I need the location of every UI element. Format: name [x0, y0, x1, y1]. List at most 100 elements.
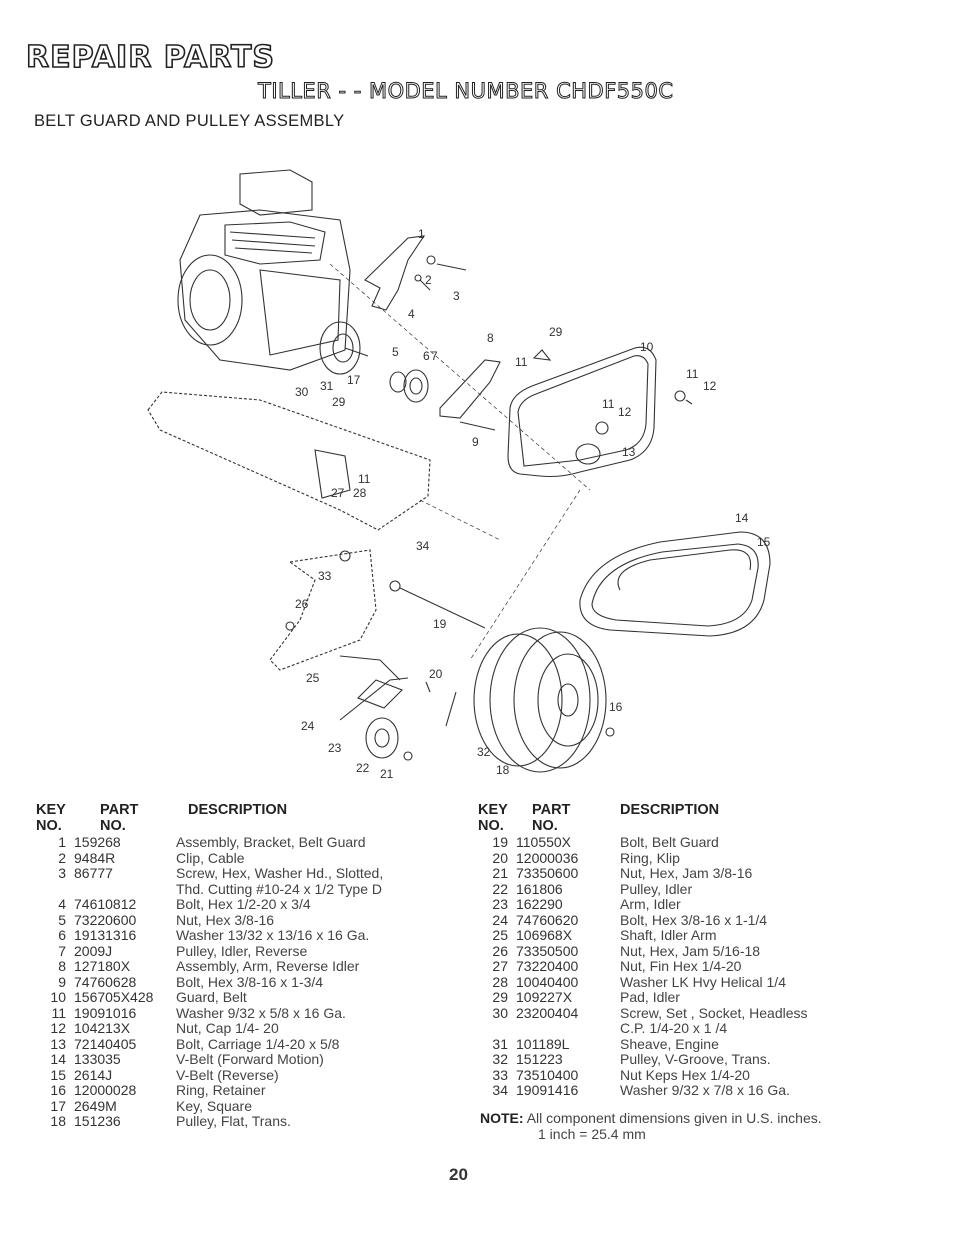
part-description: Ring, Retainer — [176, 1082, 266, 1098]
part-number: 19091016 — [74, 1004, 137, 1021]
key-number: 32 — [492, 1051, 508, 1067]
callout-label: 16 — [609, 700, 623, 714]
key-number: 29 — [492, 989, 508, 1005]
key-number: 33 — [492, 1066, 508, 1083]
callout-label: 21 — [380, 767, 394, 781]
part-description: Bolt, Hex 3/8-16 x 1-3/4 — [176, 973, 324, 990]
key-number: 15 — [50, 1066, 66, 1083]
callout-label: 13 — [622, 445, 636, 459]
part-number: 19091416 — [516, 1082, 579, 1098]
part-description: Nut, Hex, Jam 5/16-18 — [620, 942, 761, 959]
part-number: 161806 — [516, 880, 563, 897]
part-description: Bolt, Belt Guard — [620, 834, 719, 850]
parts-row: 1 159268 Assembly, Bracket, Belt Guard — [36, 834, 456, 851]
part-number: 162290 — [516, 896, 563, 912]
key-number: 11 — [51, 1004, 66, 1021]
key-number: 12 — [50, 1020, 66, 1036]
page-number: 20 — [449, 1165, 468, 1184]
table-header-left: KEY NO. PART NO. DESCRIPTION — [36, 802, 456, 835]
callout-label: 31 — [320, 379, 334, 393]
key-number: 3 — [58, 865, 66, 881]
part-number: 72140405 — [74, 1035, 137, 1052]
parts-row: 8 127180X Assembly, Arm, Reverse Idler — [36, 958, 456, 975]
part-number: 110550X — [516, 834, 572, 850]
header-description: DESCRIPTION — [188, 802, 288, 818]
part-description: Washer 9/32 x 5/8 x 16 Ga. — [176, 1004, 346, 1021]
callout-label: 6 — [423, 349, 430, 363]
part-description: Assembly, Arm, Reverse Idler — [176, 958, 360, 974]
callout-label: 11 — [358, 472, 371, 486]
page-title: REPAIR PARTS — [25, 39, 276, 76]
part-number: 73510400 — [516, 1066, 579, 1083]
key-number: 26 — [492, 942, 508, 959]
model-subtitle: TILLER - - MODEL NUMBER CHDF550C — [258, 79, 674, 104]
key-number: 10 — [50, 989, 66, 1005]
key-number: 28 — [492, 973, 508, 990]
part-number: 151236 — [74, 1113, 121, 1129]
part-description: Washer 13/32 x 13/16 x 16 Ga. — [176, 927, 370, 943]
table-header-right: KEY NO. PART NO. DESCRIPTION — [478, 802, 918, 835]
key-number: 25 — [492, 927, 508, 943]
part-number: 12000036 — [516, 849, 579, 866]
callout-label: 14 — [735, 511, 749, 525]
part-description: V-Belt (Reverse) — [176, 1066, 279, 1083]
callout-label: 7 — [431, 349, 438, 363]
key-number: 6 — [58, 927, 66, 943]
part-description: Assembly, Bracket, Belt Guard — [176, 834, 366, 850]
header-key-no: NO. — [36, 818, 62, 834]
part-number: 101189L — [516, 1035, 570, 1052]
header-key-no: NO. — [478, 818, 504, 834]
part-description: Shaft, Idler Arm — [620, 927, 717, 943]
callout-label: 30 — [295, 385, 309, 399]
key-number: 23 — [492, 896, 508, 912]
part-number: 2614J — [74, 1066, 113, 1083]
part-number: 104213X — [74, 1020, 131, 1036]
part-description: Screw, Set , Socket, Headless C.P. 1/4-2… — [620, 1004, 808, 1036]
header-part: PART — [532, 802, 571, 818]
key-number: 34 — [492, 1082, 508, 1098]
header-part-no: NO. — [100, 818, 126, 834]
parts-row: 15 2614J V-Belt (Reverse) — [36, 1066, 456, 1084]
part-number: 106968X — [516, 927, 573, 943]
callout-label: 10 — [640, 340, 654, 354]
part-description: Sheave, Engine — [620, 1035, 719, 1052]
part-description: Ring, Klip — [620, 849, 680, 866]
part-description: Pad, Idler — [620, 989, 680, 1005]
key-number: 8 — [58, 958, 66, 974]
part-number: 12000028 — [74, 1082, 137, 1098]
part-number: 127180X — [74, 958, 131, 974]
part-number: 156705X428 — [74, 989, 154, 1005]
part-number: 73220400 — [516, 958, 579, 974]
part-number: 10040400 — [516, 973, 579, 990]
part-number: 2009J — [74, 942, 113, 959]
part-number: 74760628 — [74, 973, 137, 990]
key-number: 21 — [492, 865, 508, 881]
part-number: 159268 — [74, 834, 121, 850]
callout-label: 5 — [392, 345, 399, 359]
part-number: 74760620 — [516, 911, 579, 928]
callout-label: 11 — [602, 397, 615, 411]
note-line-2: 1 inch = 25.4 mm — [538, 1126, 646, 1142]
callout-label: 17 — [347, 373, 361, 387]
key-number: 19 — [492, 834, 508, 850]
key-number: 1 — [58, 834, 66, 850]
